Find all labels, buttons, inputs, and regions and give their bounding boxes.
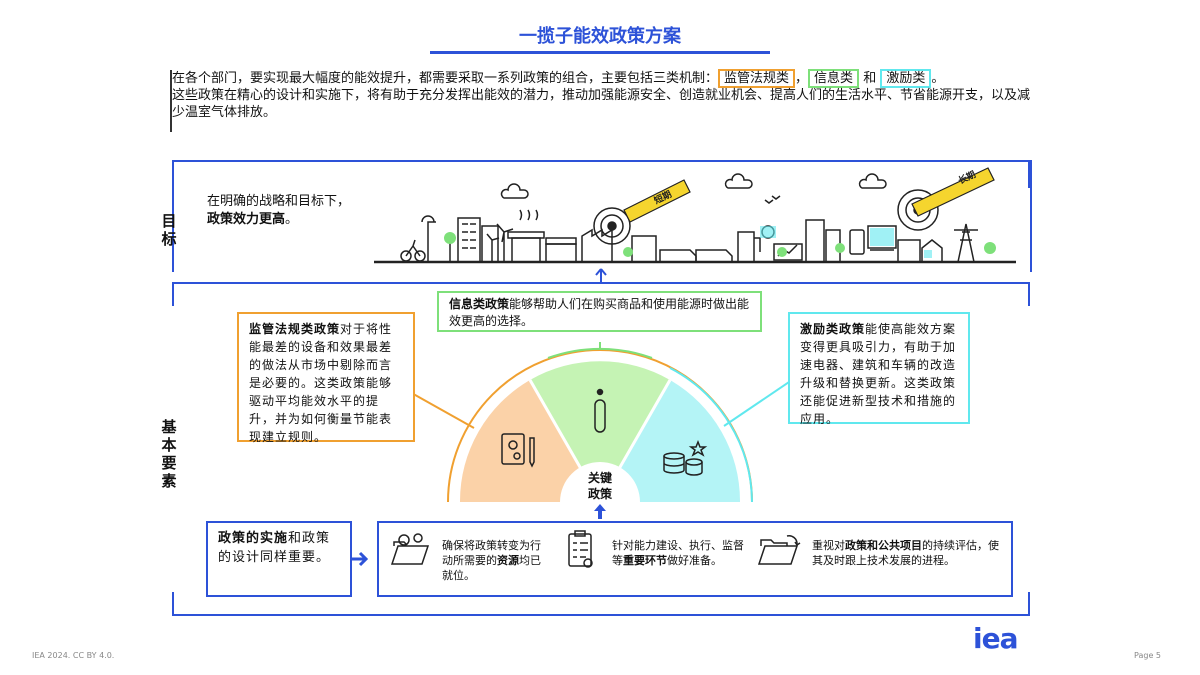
- implementation-steps-box: [377, 521, 1013, 597]
- step-3-bold: 政策和公共项目: [845, 539, 922, 552]
- step-3-text: 重视对政策和公共项目的持续评估，使其及时跟上技术发展的进程。: [812, 538, 1004, 568]
- intro-sep2: 和: [859, 71, 881, 86]
- folder-refresh-icon: [757, 535, 801, 565]
- intro-text-part1: 在各个部门，要实现最大幅度的能效提升，都需要采取一系列政策的组合，主要包括三类机…: [172, 71, 719, 86]
- page-title: 一揽子能效政策方案: [519, 26, 681, 47]
- document-gear-icon: [501, 433, 525, 465]
- heat-icon: [519, 209, 539, 221]
- goal-bracket-left-top: [172, 160, 174, 188]
- info-icon: [594, 399, 606, 433]
- implementation-title: 政策的实施: [218, 531, 289, 546]
- regulatory-box-text: 对于将性能最差的设备和效果最差的做法从市场中剔除而言是必要的。这类政策能够驱动平…: [249, 322, 393, 444]
- step-2-pre: 针对能力建设、执行、监督等: [612, 539, 744, 567]
- intro-end1: 。: [931, 71, 945, 86]
- intro-accent-bar: [170, 70, 172, 132]
- bus-icon: [897, 239, 921, 263]
- tag-incentive: 激励类: [880, 69, 932, 88]
- birds-icon: [764, 195, 781, 204]
- goal-bracket-top: [172, 160, 1030, 162]
- monitor-icon: [867, 225, 897, 249]
- step-1-bold: 资源: [497, 554, 519, 567]
- information-box-text: 能够帮助人们在购买商品和使用能源时做出能效更高的选择。: [449, 297, 750, 328]
- ev-charger-icon: [737, 231, 755, 263]
- elements-bracket-top: [172, 282, 1030, 284]
- home-icon: [921, 239, 943, 263]
- incentive-policy-box: 激励类政策能使高能效方案变得更具吸引力，有助于加速电器、建筑和车辆的改造升级和替…: [788, 312, 970, 426]
- folder-gears-icon: [390, 533, 430, 565]
- iea-logo: iea: [973, 622, 1018, 655]
- goal-text: 在明确的战略和目标下， 政策效力更高。: [207, 193, 377, 229]
- intro-paragraph: 在各个部门，要实现最大幅度的能效提升，都需要采取一系列政策的组合，主要包括三类机…: [172, 69, 1031, 121]
- city-skyline-illustration: 短期 长期: [374, 167, 1016, 264]
- implementation-box: 政策的实施和政策的设计同样重要。: [206, 521, 352, 597]
- elements-side-label: 基本要素: [161, 418, 177, 490]
- step-1-post: 均已就位。: [442, 554, 541, 582]
- policy-gauge-diagram: 关键 政策: [447, 342, 753, 503]
- regulatory-policy-box: 监管法规类政策对于将性能最差的设备和效果最差的做法从市场中剔除而言是必要的。这类…: [237, 312, 415, 444]
- elements-bracket-left-top: [172, 282, 174, 306]
- up-arrow-icon: [595, 268, 607, 282]
- incentive-sector: [600, 380, 741, 502]
- hub-label-1: 关键: [588, 470, 612, 485]
- footer-page-number: Page 5: [1134, 651, 1161, 660]
- goal-text-line1: 在明确的战略和目标下，: [207, 194, 351, 209]
- step-1-text: 确保将政策转变为行动所需要的资源均已就位。: [442, 538, 542, 583]
- intro-sep1: ，: [795, 71, 809, 86]
- elements-bracket-left-bottom: [172, 592, 174, 616]
- tag-information: 信息类: [808, 69, 860, 88]
- hub-label-2: 政策: [588, 486, 613, 501]
- elements-bracket-bottom: [172, 614, 1030, 616]
- tag-regulatory: 监管法规类: [718, 69, 796, 88]
- information-policy-box: 信息类政策能够帮助人们在购买商品和使用能源时做出能效更高的选择。: [437, 291, 762, 332]
- train-icon: [659, 249, 697, 263]
- right-arrow-icon: [352, 551, 369, 567]
- goal-bracket-mask: [174, 160, 1026, 272]
- goal-side-label: 目标: [161, 212, 177, 248]
- implementation-text: 和政策的设计同样重要。: [218, 531, 331, 565]
- goal-text-bold: 政策效力更高: [207, 212, 286, 227]
- title-underline: [430, 51, 770, 54]
- cloud-icon: [500, 183, 529, 199]
- power-pylon-icon: [954, 223, 978, 263]
- building-icon: [457, 217, 481, 263]
- house-icon: [511, 237, 541, 263]
- intro-text-part2: 这些政策在精心的设计和实施下，将有助于充分发挥出能效的潜力，推动加强能源安全、创…: [172, 88, 1031, 120]
- key-policy-hub: [560, 462, 640, 502]
- step-2-post: 做好准备。: [667, 554, 722, 567]
- long-term-target-icon: [897, 189, 939, 231]
- chart-icon: [773, 243, 803, 261]
- elements-bracket-right-top: [1028, 282, 1030, 306]
- step-3-pre: 重视对: [812, 539, 845, 552]
- short-term-target-icon: [593, 207, 631, 245]
- step-2-bold: 重要环节: [623, 554, 667, 567]
- smartphone-icon: [849, 229, 865, 255]
- goal-text-end: 。: [285, 212, 299, 227]
- footer-copyright: IEA 2024. CC BY 4.0.: [32, 651, 115, 660]
- regulatory-box-title: 监管法规类政策: [249, 322, 341, 336]
- wind-turbine-icon: [496, 223, 514, 262]
- checklist-icon: [568, 530, 593, 568]
- elements-bracket-right-bottom: [1028, 592, 1030, 616]
- incentive-box-title: 激励类政策: [800, 322, 866, 336]
- step-3-post: 的持续评估，使其及时跟上技术发展的进程。: [812, 539, 999, 567]
- incentive-connector: [723, 379, 793, 427]
- incentive-box-text: 能使高能效方案变得更具吸引力，有助于加速电器、建筑和车辆的改造升级和替换更新。这…: [800, 322, 957, 426]
- hub-up-arrow-icon: [594, 504, 606, 519]
- goal-bracket-left-bottom: [172, 250, 174, 270]
- bicycle-icon: [400, 250, 412, 262]
- streetlamp-icon: [427, 221, 436, 262]
- step-1-pre: 确保将政策转变为行动所需要的: [442, 539, 541, 567]
- goal-bracket-right-top: [1028, 160, 1030, 188]
- information-box-title: 信息类政策: [449, 297, 510, 311]
- step-2-text: 针对能力建设、执行、监督等重要环节做好准备。: [612, 538, 744, 568]
